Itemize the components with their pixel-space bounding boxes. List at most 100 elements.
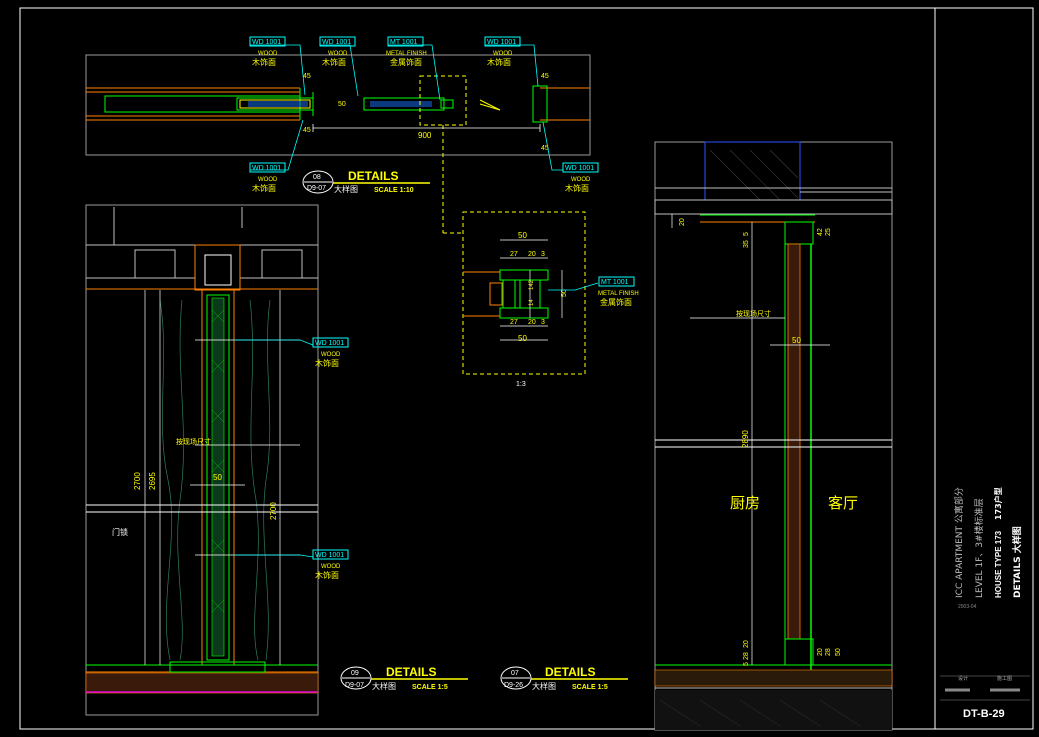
- tb-sheet-title: DETAILS 大样图: [1011, 526, 1023, 598]
- right-dim-42: 42: [817, 228, 824, 236]
- left-section: 2700 2695 50 2700 按现场尺寸 门锁: [85, 204, 319, 716]
- svg-text:DETAILS: DETAILS: [386, 665, 436, 679]
- svg-text:大样图: 大样图: [372, 681, 396, 691]
- svg-text:WOOD: WOOD: [493, 51, 513, 57]
- tb-sign1: 设计: [958, 675, 968, 682]
- svg-text:木饰面: 木饰面: [565, 183, 589, 193]
- right-dim-28-b: 28: [825, 648, 832, 656]
- svg-text:木饰面: 木饰面: [315, 358, 339, 368]
- svg-text:MT 1001: MT 1001: [390, 39, 418, 46]
- svg-text:大样图: 大样图: [532, 681, 556, 691]
- tb-house-type: HOUSE TYPE 173: [994, 530, 1003, 598]
- right-section: 20 5 35 42 25 50 2890 20 28 5 20 28 50 按…: [654, 141, 893, 731]
- right-dim-2890: 2890: [741, 430, 750, 448]
- tag-wd-2: WD 1001 WOOD 木饰面: [319, 36, 356, 67]
- right-dim-50-a: 50: [792, 336, 801, 345]
- tb-project: ICC APARTMENT 公寓部分: [953, 487, 965, 598]
- svg-text:WD 1001: WD 1001: [322, 39, 351, 46]
- left-dim-50: 50: [213, 473, 222, 482]
- svg-text:WD 1001: WD 1001: [252, 165, 281, 172]
- svg-text:金属饰面: 金属饰面: [390, 57, 422, 67]
- tb-drawing-no: DT-B-29: [963, 708, 1005, 720]
- svg-text:D9-07: D9-07: [345, 682, 364, 689]
- svg-text:20: 20: [528, 319, 536, 326]
- tag-wd-4: WD 1001 WOOD 木饰面: [249, 162, 286, 193]
- svg-text:WD 1001: WD 1001: [315, 552, 344, 559]
- left-door-lock: 门锁: [112, 527, 128, 537]
- svg-text:D9-26: D9-26: [504, 682, 523, 689]
- svg-text:WOOD: WOOD: [328, 51, 348, 57]
- right-dim-20-c: 20: [817, 648, 824, 656]
- right-dim-5-b: 5: [743, 662, 750, 666]
- room-kitchen: 厨房: [730, 494, 760, 512]
- tag-wd-5: WD 1001 WOOD 木饰面: [562, 162, 599, 193]
- svg-text:50: 50: [518, 334, 527, 343]
- right-dim-28-a: 28: [743, 652, 750, 660]
- svg-text:09: 09: [351, 670, 359, 677]
- plan-detail: 900 50 45 45 45 45: [85, 44, 591, 234]
- svg-text:WD 1001: WD 1001: [315, 340, 344, 347]
- tag-wd-1: WD 1001 WOOD 木饰面: [249, 36, 286, 67]
- detail-title-08: 08 D9-07 DETAILS 大样图 SCALE 1:10: [302, 169, 430, 194]
- plan-dim-45-a: 45: [303, 73, 311, 80]
- svg-text:3: 3: [541, 319, 545, 326]
- title-block: ICC APARTMENT 公寓部分 LEVEL 1F、3#楼标准层 HOUSE…: [940, 487, 1030, 720]
- room-living: 客厅: [828, 494, 858, 512]
- svg-text:WOOD: WOOD: [258, 51, 278, 57]
- svg-text:WD 1001: WD 1001: [565, 165, 594, 172]
- left-dim-2695: 2695: [148, 472, 157, 490]
- svg-text:WOOD: WOOD: [571, 177, 591, 183]
- svg-text:50: 50: [518, 231, 527, 240]
- right-dim-35: 35: [743, 240, 750, 248]
- right-dim-20-a: 20: [679, 218, 686, 226]
- svg-text:142: 142: [529, 279, 535, 290]
- svg-text:3: 3: [541, 251, 545, 258]
- plan-dim-900: 900: [418, 131, 432, 140]
- svg-text:木饰面: 木饰面: [322, 57, 346, 67]
- svg-text:木饰面: 木饰面: [487, 57, 511, 67]
- left-note: 按现场尺寸: [176, 437, 211, 446]
- enlarged-detail: 50 27 20 3 50 142 14 27 20 3 50 1:3: [462, 211, 599, 388]
- svg-text:D9-07: D9-07: [307, 185, 326, 192]
- svg-text:20: 20: [528, 251, 536, 258]
- svg-text:WD 1001: WD 1001: [252, 39, 281, 46]
- plan-dim-50: 50: [338, 101, 346, 108]
- svg-text:07: 07: [511, 670, 519, 677]
- svg-text:金属饰面: 金属饰面: [600, 297, 632, 307]
- right-dim-50-b: 50: [835, 648, 842, 656]
- svg-text:SCALE 1:5: SCALE 1:5: [412, 684, 448, 691]
- plan-dim-45-c: 45: [303, 127, 311, 134]
- tag-wd-3: WD 1001 WOOD 木饰面: [484, 36, 521, 67]
- svg-text:METAL FINISH: METAL FINISH: [386, 51, 427, 57]
- right-dim-25: 25: [825, 228, 832, 236]
- svg-text:DETAILS: DETAILS: [545, 665, 595, 679]
- svg-text:27: 27: [510, 251, 518, 258]
- detail-title-09: 09 D9-07 DETAILS 大样图 SCALE 1:5: [340, 665, 468, 691]
- tb-house-type-cn: 173户型: [993, 487, 1003, 520]
- svg-text:WOOD: WOOD: [258, 177, 278, 183]
- plan-dim-45-b: 45: [541, 73, 549, 80]
- svg-text:木饰面: 木饰面: [315, 570, 339, 580]
- svg-text:MT 1001: MT 1001: [601, 279, 629, 286]
- tb-sign2: 施工图: [997, 675, 1012, 682]
- enlarged-scale: 1:3: [516, 381, 526, 388]
- svg-text:大样图: 大样图: [334, 184, 358, 194]
- tb-date: 2003-04: [958, 604, 977, 610]
- tag-mt-2: MT 1001 METAL FINISH 金属饰面: [598, 276, 639, 307]
- svg-text:SCALE 1:10: SCALE 1:10: [374, 187, 414, 194]
- left-dim-2700-b: 2700: [269, 502, 278, 520]
- svg-text:WOOD: WOOD: [321, 564, 341, 570]
- detail-title-07: 07 D9-26 DETAILS 大样图 SCALE 1:5: [500, 665, 628, 691]
- svg-text:木饰面: 木饰面: [252, 57, 276, 67]
- tag-wd-7: WD 1001 WOOD 木饰面: [312, 549, 349, 580]
- plan-dim-45-d: 45: [541, 145, 549, 152]
- right-note: 按现场尺寸: [736, 309, 771, 318]
- svg-text:DETAILS: DETAILS: [348, 169, 398, 183]
- right-dim-5: 5: [743, 232, 750, 236]
- svg-text:14: 14: [529, 299, 535, 306]
- svg-text:木饰面: 木饰面: [252, 183, 276, 193]
- svg-text:SCALE 1:5: SCALE 1:5: [572, 684, 608, 691]
- svg-text:WD 1001: WD 1001: [487, 39, 516, 46]
- svg-text:27: 27: [510, 319, 518, 326]
